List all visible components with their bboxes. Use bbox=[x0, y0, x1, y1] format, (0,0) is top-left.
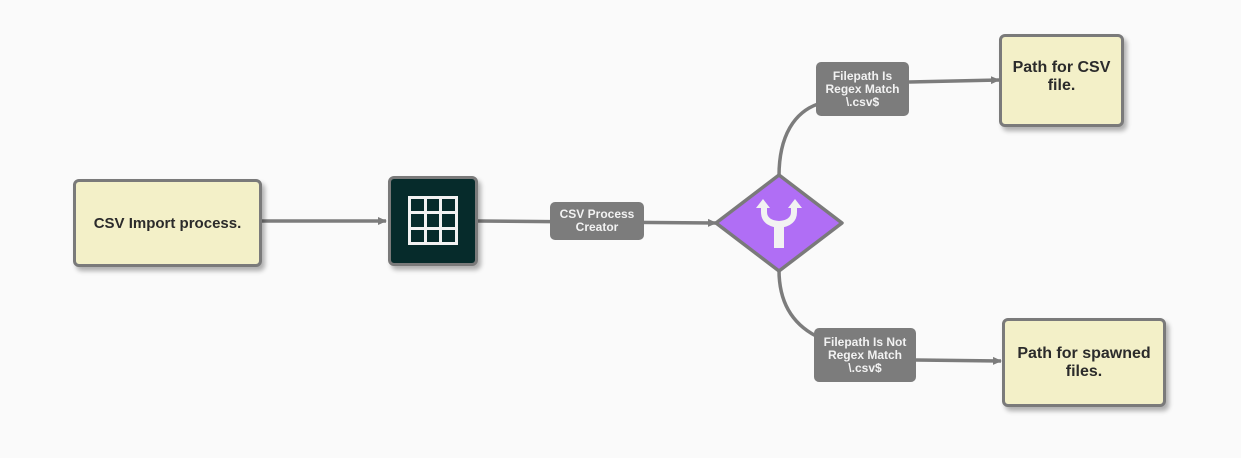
path-for-csv-node[interactable]: Path for CSV file. bbox=[999, 34, 1124, 127]
node-label: Path for CSV file. bbox=[1012, 59, 1111, 94]
table-node[interactable] bbox=[388, 176, 478, 266]
node-label: Path for spawned files. bbox=[1017, 344, 1151, 380]
decision-node[interactable] bbox=[714, 173, 844, 273]
edge-match-to-csv bbox=[908, 76, 1000, 85]
edge-label-regex-not-match: Filepath Is Not Regex Match \.csv$ bbox=[814, 328, 916, 382]
split-arrow-icon bbox=[756, 199, 802, 248]
edge-label-csv-process-creator: CSV Process Creator bbox=[550, 202, 644, 240]
path-for-spawned-node[interactable]: Path for spawned files. bbox=[1002, 318, 1166, 407]
edge-decision-to-notmatch bbox=[777, 269, 817, 338]
edge-notmatch-to-spawned bbox=[915, 356, 1002, 365]
node-label: CSV Import process. bbox=[93, 214, 242, 232]
table-icon bbox=[408, 196, 458, 245]
csv-import-process-node[interactable]: CSV Import process. bbox=[73, 179, 262, 267]
edge-decision-to-match bbox=[777, 102, 819, 177]
edge-label-regex-match: Filepath Is Regex Match \.csv$ bbox=[816, 62, 909, 116]
